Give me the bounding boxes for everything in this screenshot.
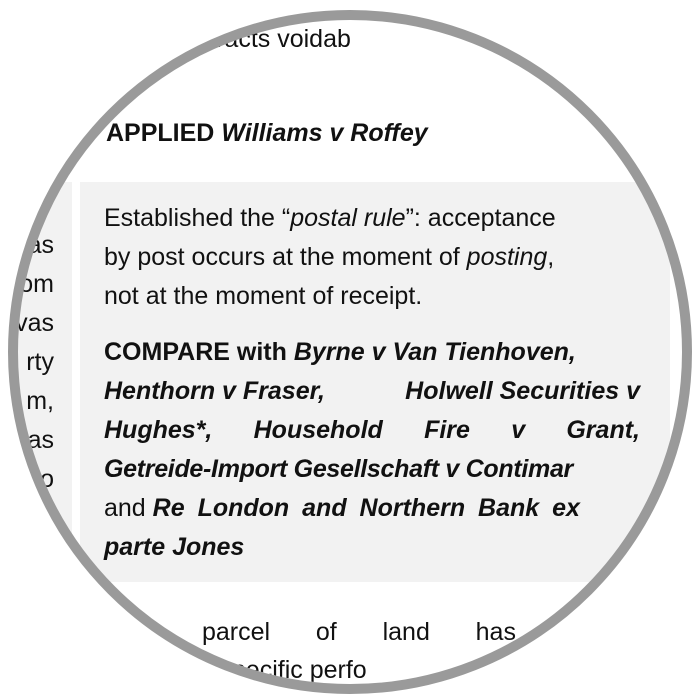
text-line: d.	[126, 63, 147, 91]
text-fragment: as	[27, 426, 54, 454]
text-fragment: m,	[26, 387, 54, 415]
applied-label: APPLIED	[106, 119, 215, 147]
text-line: tics: specific perfo	[168, 656, 367, 684]
text-line: not at the moment of receipt.	[104, 282, 423, 310]
text-fragment: vas	[15, 309, 54, 337]
text-line: COMPARE with Byrne v Van Tienhoven,	[104, 337, 576, 367]
text-fragment: om	[19, 270, 54, 298]
text-line: parcel of land has	[202, 617, 516, 647]
text: ”: acceptance	[405, 204, 556, 232]
text-fragment: rty	[26, 348, 54, 376]
word: land	[382, 618, 430, 646]
text-line: Hughes*, Household Fire v Grant,	[104, 415, 640, 445]
word: Grant,	[566, 416, 640, 444]
text: Established the “	[104, 204, 291, 232]
case-name: Byrne v Van Tienhoven,	[293, 338, 576, 366]
case-note-box: Established the “postal rule”: acceptanc…	[80, 182, 670, 582]
term: posting	[466, 243, 548, 271]
case-name: Re London and Northern Bank ex	[152, 494, 580, 522]
text-line: by post occurs at the moment of posting,	[104, 242, 554, 272]
term: postal rule	[290, 204, 406, 232]
text: by post occurs at the moment of	[104, 243, 467, 271]
text-line: and Re London and Northern Bank ex	[104, 493, 580, 523]
word: Fire	[424, 416, 470, 444]
text-fragment: as	[27, 231, 54, 259]
case-name: Williams v Roffey	[221, 119, 428, 147]
word: of	[315, 618, 337, 646]
left-column: as om vas rty m, as o	[15, 182, 72, 582]
word: Household	[253, 416, 383, 444]
text-line: g contracts voidab	[148, 25, 351, 53]
compare-label: COMPARE with	[104, 338, 294, 366]
text-fragment: o	[40, 465, 54, 493]
case-name: Getreide-Import Gesellschaft v Contimar	[104, 455, 573, 483]
word: v	[511, 416, 526, 444]
case-name: Henthorn v Fraser,	[104, 377, 325, 405]
word: has	[475, 618, 516, 646]
text: ,	[547, 243, 555, 271]
word: parcel	[202, 618, 271, 646]
text: and	[104, 494, 146, 522]
text-line: Henthorn v Fraser, Holwell Securities v	[104, 376, 640, 406]
applied-heading: APPLIED Williams v Roffey	[106, 118, 428, 148]
case-name: Hughes*,	[104, 416, 213, 444]
case-name: parte Jones	[104, 533, 245, 561]
text-line: Established the “postal rule”: acceptanc…	[104, 203, 556, 233]
case-name: Holwell Securities v	[405, 377, 640, 405]
